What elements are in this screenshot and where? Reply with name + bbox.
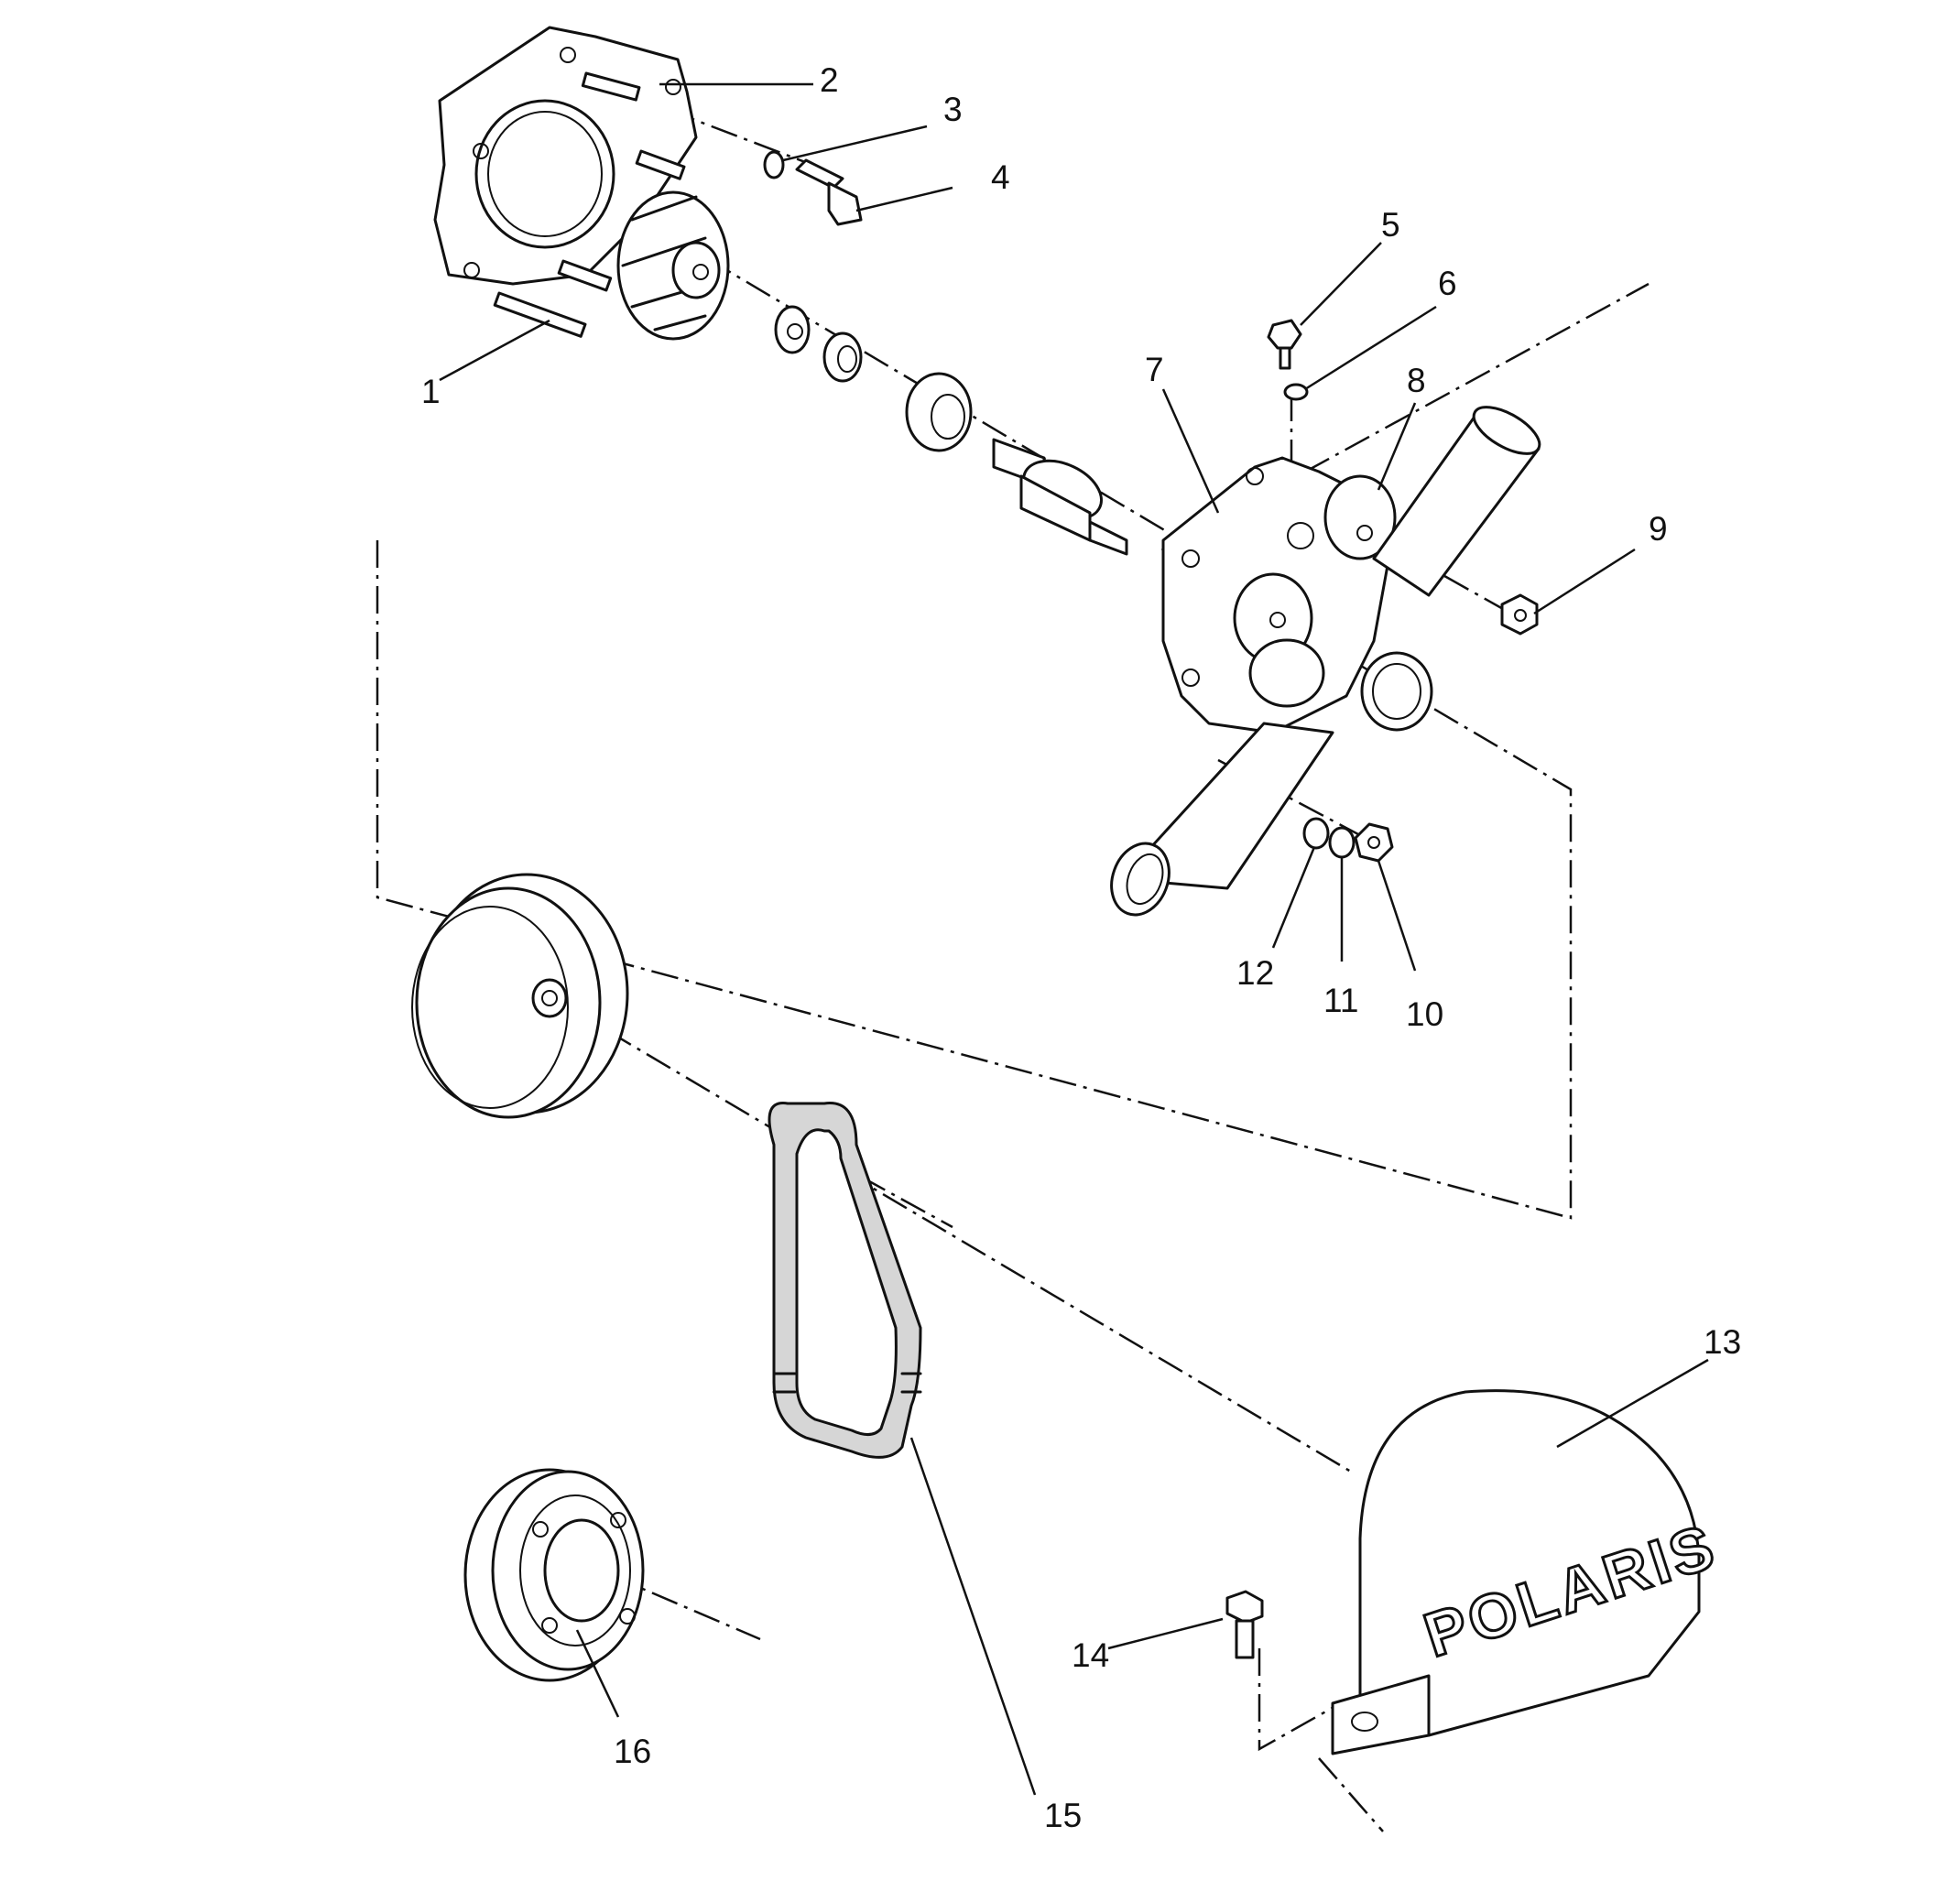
callout-11: 11 [1323,982,1358,1019]
callout-5: 5 [1381,206,1400,244]
bolt-5 [1267,319,1302,370]
callout-2: 2 [820,61,839,99]
nut-9 [1500,593,1539,636]
callout-15: 15 [1044,1797,1082,1834]
pump-cover [1161,456,1433,734]
callout-6: 6 [1438,265,1457,302]
drive-belt [768,1102,922,1459]
bolt-4 [795,158,863,226]
bolt-14 [1225,1590,1264,1659]
drive-pulley [463,1468,645,1682]
callout-10: 10 [1406,995,1443,1033]
leader-lines [439,82,1709,1796]
washer-12 [1302,817,1330,850]
seals [774,305,973,452]
nut-10 [1354,822,1394,863]
lockwasher-11 [1328,826,1356,859]
belt-guard: POLARIS [1331,1389,1726,1755]
callout-labels: 1 2 3 4 5 6 7 8 9 10 11 12 13 14 15 16 [421,61,1741,1834]
callout-3: 3 [943,91,963,128]
studs [493,71,686,338]
washer-6 [1283,383,1309,401]
callout-9: 9 [1649,510,1668,548]
upper-hose [1372,406,1541,597]
washer-3 [763,150,785,179]
callout-14: 14 [1072,1636,1109,1674]
callout-12: 12 [1236,954,1274,992]
callout-4: 4 [991,158,1010,196]
pump-shaft [992,438,1128,556]
upper-pulley [411,873,629,1119]
callout-16: 16 [614,1733,651,1770]
callout-7: 7 [1145,351,1164,388]
callout-8: 8 [1407,362,1426,399]
callout-13: 13 [1704,1323,1741,1361]
lower-hose [1110,722,1334,917]
callout-1: 1 [421,373,441,410]
impeller [616,190,730,341]
